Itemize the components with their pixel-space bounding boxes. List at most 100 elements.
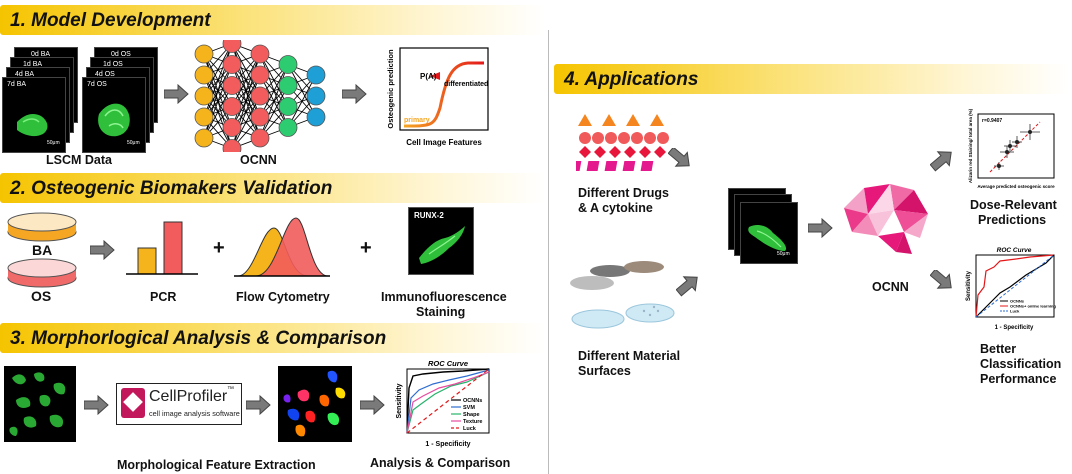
section4-title: 4. Applications (564, 69, 699, 90)
if-label-line1: Immunofluorescence (381, 290, 507, 304)
arrow-up-right-icon (930, 151, 952, 172)
lscm-label: LSCM Data (46, 153, 112, 167)
scatter-ylabel: Alizarin red Staining/ total area (%) (968, 108, 973, 183)
section4-banner: 4. Applications (554, 64, 1069, 94)
os-cell-image (98, 103, 130, 137)
nn-node (250, 86, 270, 106)
dose-scatter-plot: r=0.9407 Average predicted osteogenic sc… (968, 108, 1055, 189)
cellprofiler-sub: cell image analysis software (149, 409, 240, 418)
nn-node (194, 44, 214, 64)
ba-label: BA (32, 242, 53, 258)
nn-node (250, 44, 270, 64)
material-surfaces (570, 261, 675, 329)
ocnn-brain-icon (844, 184, 928, 254)
arrow-right-icon (246, 395, 271, 415)
feature-extraction-label: Morphological Feature Extraction (117, 458, 316, 472)
section2-title: 2. Osteogenic Biomakers Validation (10, 178, 333, 199)
pcr-bar-ba (137, 247, 157, 275)
nn-node (278, 118, 298, 137)
section2-banner: 2. Osteogenic Biomakers Validation (0, 173, 545, 203)
nn-node (306, 86, 326, 106)
culture-dishes (7, 212, 77, 288)
roc2-title: ROC Curve (997, 247, 1032, 254)
arrow-down-right-icon (668, 148, 690, 167)
sigmoid-plot: P(A) differentiated primary Cell Image F… (386, 47, 489, 147)
sigmoid-xlabel: Cell Image Features (406, 138, 482, 147)
nn-node (250, 107, 270, 127)
scatter-r-label: r=0.9407 (982, 118, 1002, 124)
roc1-legend-3: Texture (463, 419, 482, 425)
pcr-bar-chart (126, 221, 198, 275)
nn-node (306, 65, 326, 85)
cellprofiler-name: CellProfiler (149, 388, 228, 405)
section1-title: 1. Model Development (10, 10, 211, 31)
cellprofiler-tm: ™ (227, 386, 234, 393)
os-label: OS (31, 288, 52, 304)
nn-node (278, 55, 298, 74)
nn-node (222, 139, 242, 152)
nn-node (222, 97, 242, 116)
segmented-cells-image (278, 366, 352, 442)
drugs-label-line1: Different Drugs (578, 186, 669, 200)
better-label-line3: Performance (980, 372, 1057, 386)
nn-node (222, 118, 242, 137)
roc2-legend-1: OCNNs+ online learning (1010, 304, 1056, 309)
roc-chart-comparison: ROC Curve OCNNs SVM Shape Texture Luck 1… (396, 359, 490, 448)
roc1-ylabel: Sensitivity (396, 383, 403, 418)
arrow-right-icon (164, 84, 189, 104)
arrow-right-icon (90, 240, 115, 260)
section3-title: 3. Morphorlogical Analysis & Comparison (10, 328, 387, 349)
nn-node (278, 76, 298, 95)
ocnn-app-label: OCNN (872, 280, 909, 294)
nn-node (250, 65, 270, 85)
roc2-legend-0: OCNNs (1010, 299, 1025, 304)
runx2-image: RUNX-2 (408, 207, 474, 275)
roc1-title: ROC Curve (428, 359, 468, 368)
section-divider (548, 30, 549, 474)
materials-label-line1: Different Material (578, 349, 681, 363)
plus-symbol: + (360, 237, 372, 259)
flow-label: Flow Cytometry (236, 290, 330, 304)
ba-frame-3: 7d BA 50μm (2, 77, 66, 153)
nn-node (306, 107, 326, 127)
scatter-xlabel: Average predicted osteogenic score (977, 184, 1055, 189)
arrow-down-right-icon (930, 270, 952, 289)
flow-cytometry-curves (234, 217, 330, 277)
nn-node (278, 97, 298, 116)
arrow-up-right-icon (676, 276, 698, 297)
application-cell-image (748, 225, 787, 251)
cellprofiler-logo: CellProfiler ™ cell image analysis softw… (116, 383, 242, 425)
drug-shapes (576, 114, 669, 171)
roc2-legend-2: Luck (1010, 309, 1020, 314)
dose-label-line2: Predictions (978, 213, 1047, 227)
pcr-bar-os (163, 221, 183, 275)
ocnn-label: OCNN (240, 153, 277, 167)
nn-node (250, 128, 270, 148)
analysis-comparison-label: Analysis & Comparison (370, 456, 511, 470)
os-frame-3: 7d OS 50μm (82, 77, 146, 153)
differentiated-label: differentiated (444, 81, 488, 88)
better-label-line2: Classification (980, 357, 1062, 371)
arrow-right-icon (342, 84, 367, 104)
arrow-right-icon (808, 218, 833, 238)
roc1-legend-0: OCNNs (463, 398, 482, 404)
cellprofiler-icon (121, 388, 145, 418)
section1-banner: 1. Model Development (0, 5, 545, 35)
ba-cell-image (17, 114, 48, 137)
nn-node (194, 128, 214, 148)
nn-node (222, 40, 242, 53)
roc-chart-application: ROC Curve OCNNs OCNNs+ online learning L… (966, 247, 1056, 331)
roc1-legend-1: SVM (463, 405, 475, 411)
roc1-legend-4: Luck (463, 426, 477, 432)
arrow-right-icon (360, 395, 385, 415)
nn-node (222, 76, 242, 95)
if-label-line2: Staining (416, 305, 466, 319)
dose-label-line1: Dose-Relevant (970, 198, 1057, 212)
nn-node (194, 107, 214, 127)
cell-field-image (4, 366, 76, 442)
runx2-label: RUNX-2 (414, 211, 444, 220)
arrow-right-icon (84, 395, 109, 415)
ocnn-network-diagram (194, 40, 326, 152)
roc1-legend-2: Shape (463, 412, 480, 418)
pcr-label: PCR (150, 290, 177, 304)
